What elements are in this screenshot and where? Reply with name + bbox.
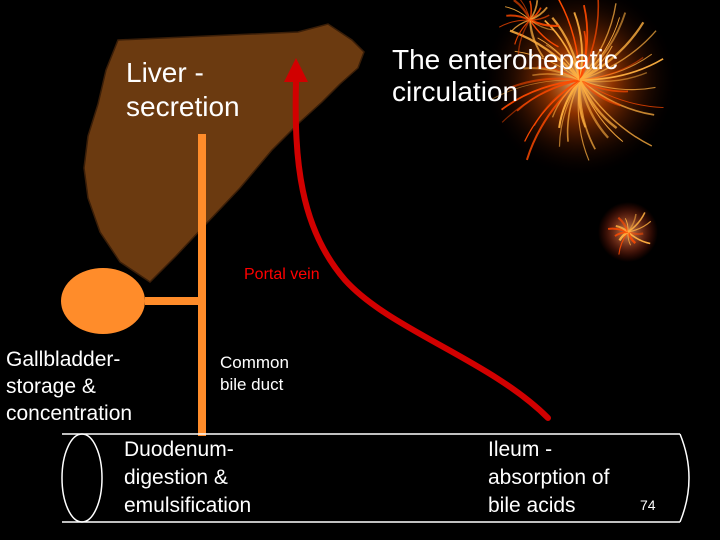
liver-label: Liver - secretion [126,57,240,122]
firework-ray [506,14,531,21]
firework-ray [579,79,629,93]
firework-ray [579,21,645,81]
firework-ray [529,19,535,41]
firework-ray [579,79,664,109]
firework-ray [511,19,531,32]
firework-ray [505,77,581,91]
firework-ray [578,79,609,139]
cystic-duct-line [145,297,201,305]
firework-ray [529,14,550,21]
firework-ray [558,0,581,81]
firework-ray [579,79,653,147]
firework-ray [579,17,620,81]
firework-ray [579,79,624,143]
firework-ray [627,212,646,233]
firework-ray [514,50,581,81]
portal-vein-arrowhead [284,58,308,82]
common-bile-duct-label: Common bile duct [220,353,289,394]
firework-ray [573,12,584,81]
duodenum-label: Duodenum- digestion & emulsification [124,438,252,517]
firework-ray [579,3,617,81]
firework-ray [566,79,581,142]
firework-ray [529,19,554,31]
intestine-outline [61,433,690,523]
firework-ray [509,29,581,81]
firework-ray [501,79,581,123]
firework-ray [627,220,652,233]
firework-ray [545,44,581,81]
firework-ray [578,79,587,128]
gallbladder-shape [61,268,145,334]
gallbladder-label: Gallbladder- storage & concentration [6,348,133,425]
firework-ray [529,6,548,21]
firework-ray [523,67,581,81]
firework-ray [624,218,629,233]
slide-title: The enterohepatic circulation [392,44,618,107]
firework-ray [529,19,545,58]
firework-ray [579,0,600,81]
firework-ray [579,58,664,81]
firework-ray [514,19,531,45]
firework-ray [517,19,531,55]
firework-ray [500,79,581,111]
fireworks-image [485,0,675,262]
firework-ray [579,71,648,83]
firework-ray [579,30,657,81]
firework-ray [579,79,656,91]
firework-ray [617,216,630,233]
firework-ray [536,66,581,81]
firework-ray [533,79,581,127]
firework-ray [529,19,559,48]
portal-vein-arrow [292,79,551,421]
ileum-label: Ileum - absorption of bile acids [488,438,610,517]
firework-ray [551,16,582,81]
firework-ray [519,0,531,21]
page-number: 74 [640,497,656,513]
common-bile-duct-line [198,134,206,436]
portal-vein-label: Portal vein [244,266,320,283]
firework-ray [498,19,531,28]
firework-ray [579,79,621,107]
